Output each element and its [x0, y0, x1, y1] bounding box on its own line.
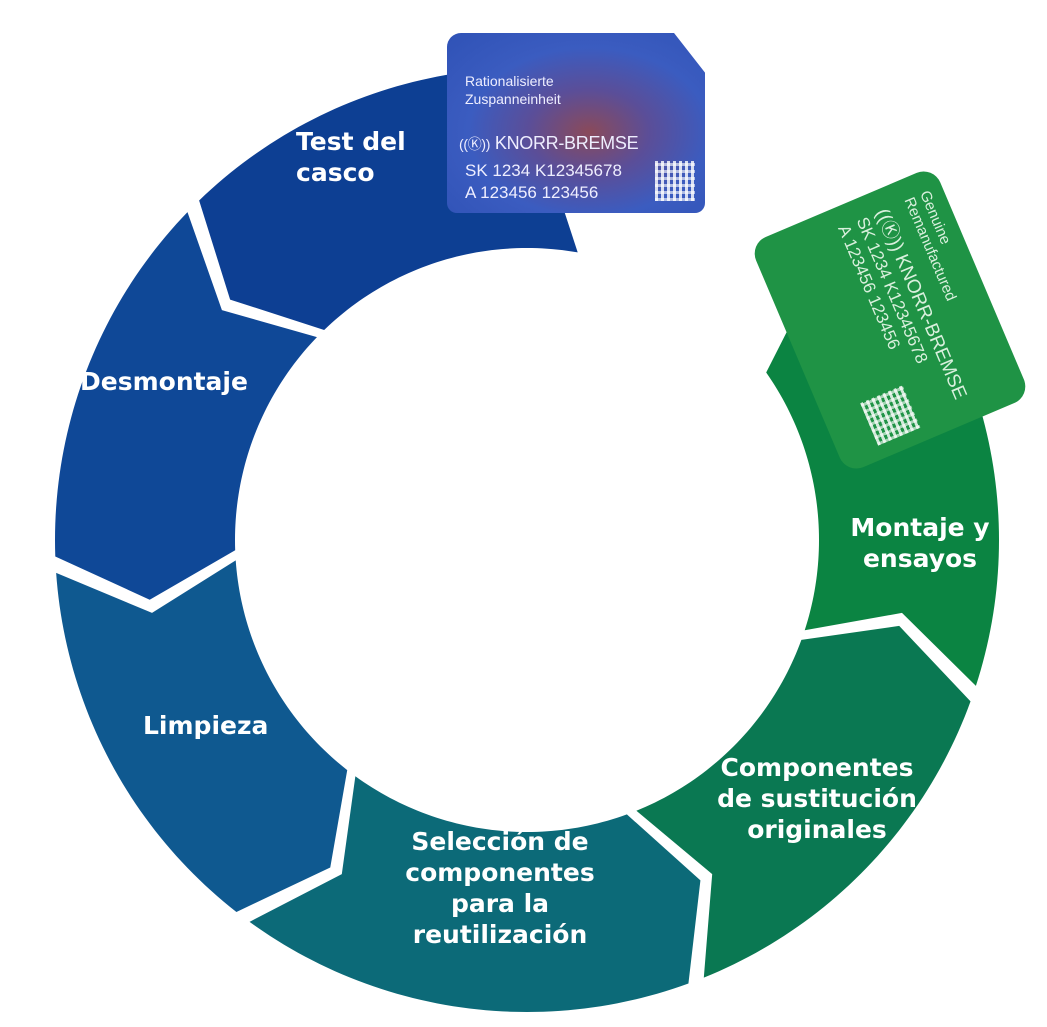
- blue-label-code2: A 123456 123456: [465, 183, 599, 202]
- blue-product-label: Rationalisierte Zuspanneinheit ((Ⓚ)) KNO…: [447, 33, 705, 213]
- ring-segment: [56, 560, 348, 912]
- label-desmontaje: Desmontaje: [80, 367, 248, 396]
- ring-segment: [55, 212, 317, 600]
- label-limpieza: Limpieza: [143, 711, 269, 740]
- blue-label-brand: ((Ⓚ)) KNORR-BREMSE: [459, 133, 639, 153]
- blue-label-code1: SK 1234 K12345678: [465, 161, 622, 180]
- blue-label-line2: Zuspanneinheit: [465, 91, 561, 107]
- blue-label-line1: Rationalisierte: [465, 73, 554, 89]
- qr-code-icon: [655, 161, 695, 201]
- knorr-logo-icon: ((Ⓚ)): [459, 136, 491, 152]
- ring-segment: [636, 625, 971, 978]
- ring-segment: [249, 776, 701, 1012]
